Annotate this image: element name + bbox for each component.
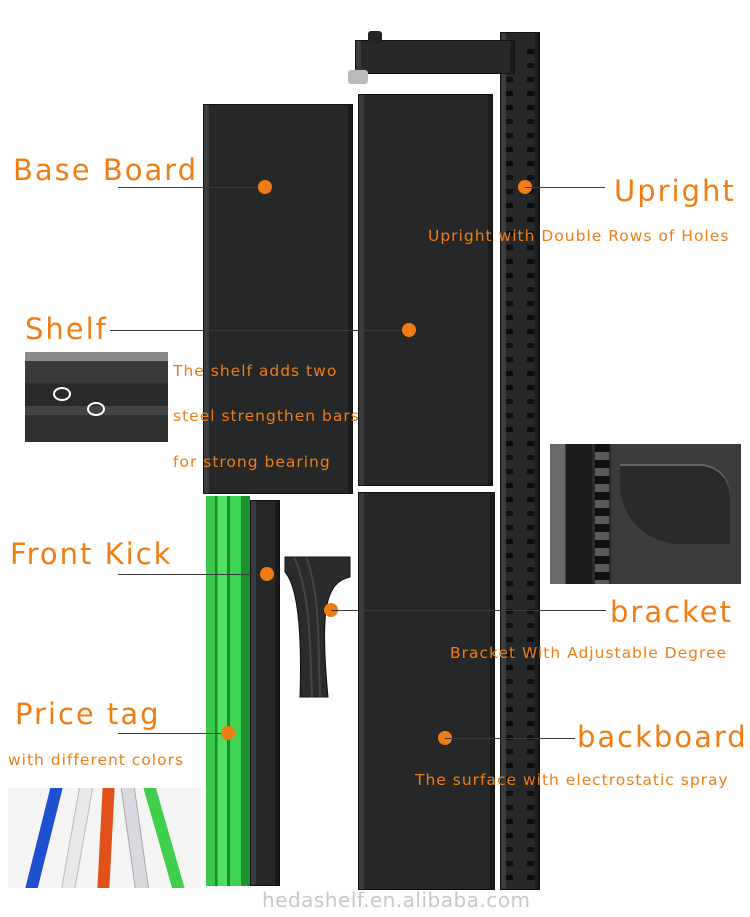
upright-holes [506, 40, 534, 880]
base-board-title: Base Board [13, 153, 199, 187]
bracket-detail-photo [550, 444, 741, 584]
price-tag-red [96, 788, 116, 888]
shelf-leader-line [110, 330, 410, 331]
front-kick-leader-line [118, 574, 268, 575]
price-tag-subtitle: with different colors [8, 751, 185, 769]
shelf-subtitle-3: for strong bearing [173, 453, 331, 471]
front-kick-panel [250, 500, 280, 886]
shelf-detail-photo [25, 352, 168, 442]
price-tag-blue [23, 788, 65, 888]
reinforcement-bar-marker-icon [53, 387, 71, 401]
price-tag-clear [119, 788, 151, 888]
watermark: hedashelf.en.alibaba.com [262, 888, 531, 912]
price-tag-dot [221, 726, 235, 740]
upright-leader-line [525, 187, 605, 188]
price-tag-leader-line [118, 733, 228, 734]
upright-top-arm [355, 40, 515, 74]
shelf-title: Shelf [25, 312, 108, 346]
backboard-subtitle: The surface with electrostatic spray [415, 771, 729, 789]
base-board-leader-line [118, 187, 265, 188]
shelf-panel [358, 94, 493, 486]
bracket-leader-line [331, 610, 606, 611]
backboard-leader-line [445, 738, 575, 739]
bracket-subtitle: Bracket With Adjustable Degree [450, 644, 728, 662]
price-tag-white [59, 788, 95, 888]
bracket-shape [284, 556, 351, 698]
upright-top-knob [368, 31, 382, 43]
upright-subtitle: Upright with Double Rows of Holes [428, 227, 730, 245]
front-kick-dot [260, 567, 274, 581]
upright-title: Upright [614, 174, 736, 208]
price-tag-colors-photo [8, 788, 201, 888]
price-tag-green [141, 788, 187, 888]
price-tag-strip [206, 496, 250, 886]
upright-top-hook [348, 70, 368, 84]
bracket-detail-holes [595, 444, 609, 584]
reinforcement-bar-marker-icon [87, 402, 105, 416]
shelf-subtitle-2: steel strengthen bars [173, 407, 360, 425]
front-kick-title: Front Kick [10, 537, 173, 571]
price-tag-title: Price tag [15, 697, 161, 731]
base-board-dot [258, 180, 272, 194]
base-board-panel [203, 104, 353, 494]
shelf-dot [402, 323, 416, 337]
backboard-title: backboard [577, 720, 748, 754]
shelf-subtitle-1: The shelf adds two [173, 362, 338, 380]
backboard-panel [358, 492, 495, 890]
bracket-detail-arm [620, 464, 730, 544]
bracket-title: bracket [610, 595, 734, 629]
